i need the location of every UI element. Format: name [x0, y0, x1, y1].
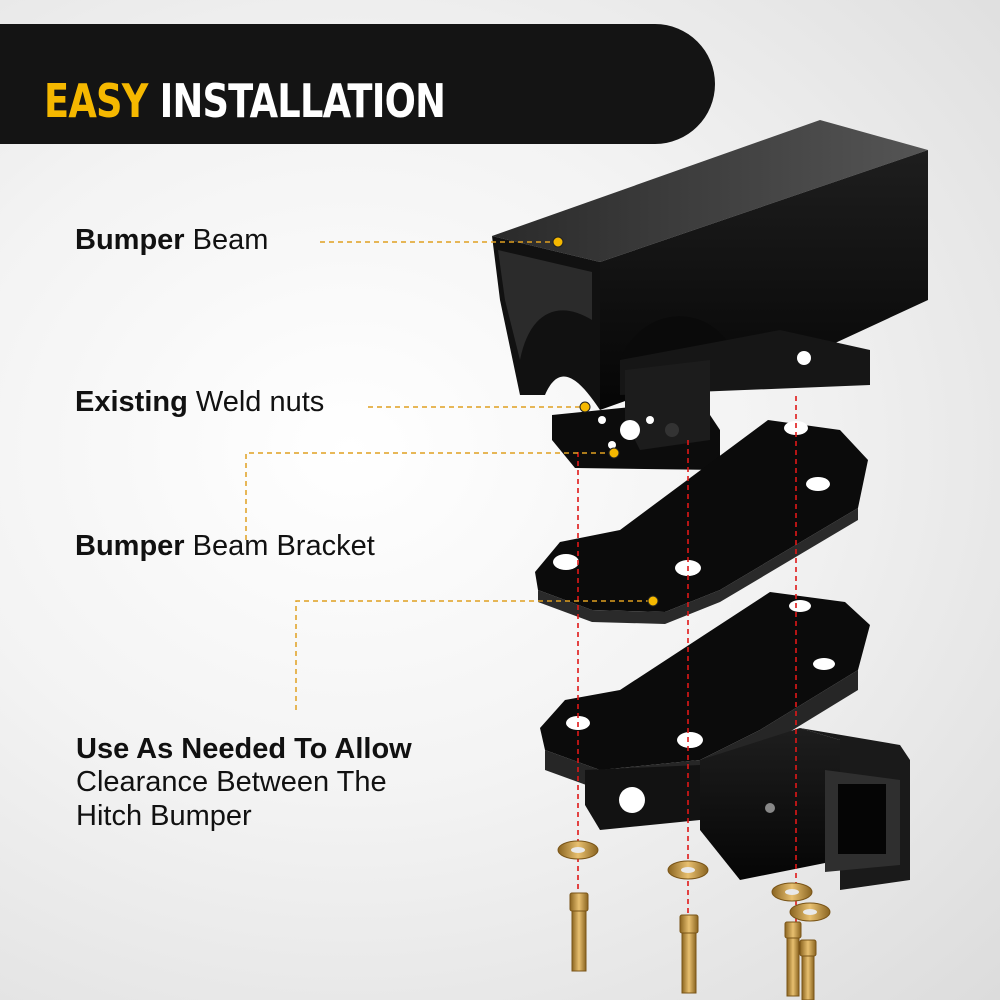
label-bracket-rest: Beam Bracket [184, 530, 375, 562]
label-bumper-beam-rest: Beam [184, 224, 269, 256]
label-bracket: Bumper Beam Bracket [75, 530, 375, 563]
hitch-receiver-icon [540, 592, 910, 890]
label-weld-nuts-rest: Weld nuts [187, 386, 325, 418]
label-bracket-bold: Bumper [75, 530, 185, 562]
leader-lines [245, 241, 651, 710]
label-bumper-beam-bold: Bumper [75, 224, 185, 256]
label-clearance: Use As Needed To Allow Clearance Between… [76, 733, 412, 833]
title-banner: EASY INSTALLATION [0, 24, 715, 144]
bolt-icon [569, 892, 817, 1000]
page-title: EASY INSTALLATION [44, 78, 446, 124]
bracket-plate-icon [535, 420, 868, 624]
title-accent: EASY [44, 74, 148, 128]
bumper-beam-icon [492, 120, 928, 410]
label-clearance-line1: Use As Needed To Allow [76, 733, 412, 765]
leader-dots [552, 236, 659, 607]
label-bumper-beam: Bumper Beam [75, 224, 268, 257]
label-weld-nuts-bold: Existing [75, 386, 188, 418]
title-main: INSTALLATION [159, 74, 446, 128]
label-clearance-line3: Hitch Bumper [76, 799, 252, 832]
label-clearance-line2: Clearance Between The [76, 766, 387, 799]
label-weld-nuts: Existing Weld nuts [75, 386, 324, 419]
